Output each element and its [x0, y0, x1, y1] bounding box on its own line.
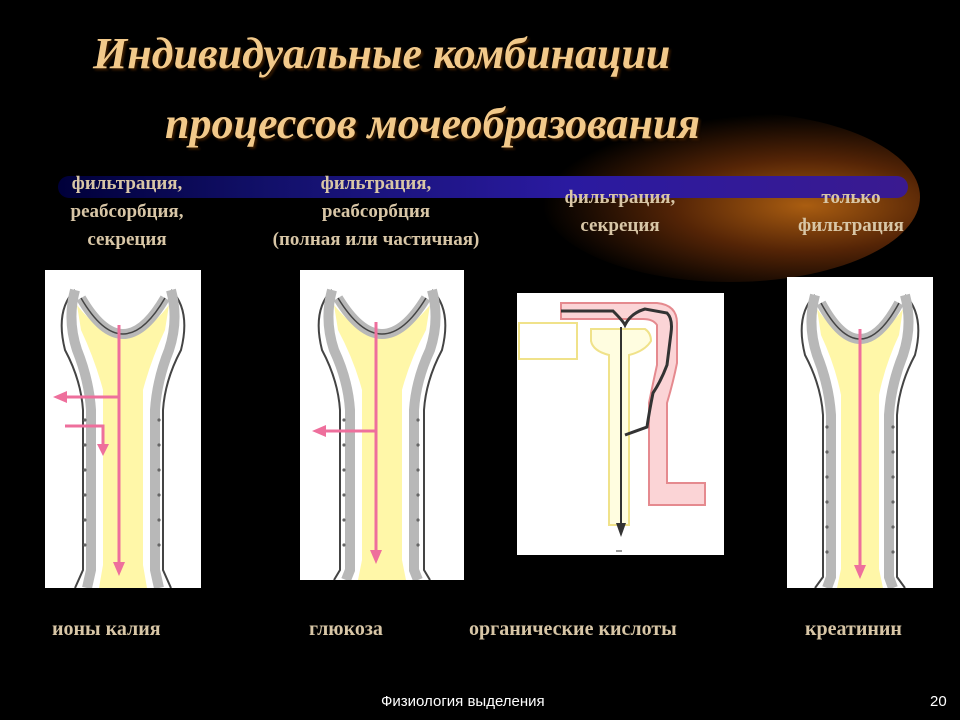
- title-line-1: Индивидуальные комбинации: [93, 29, 671, 78]
- nephron-diagram-potassium: [45, 270, 201, 588]
- decorative-band: [58, 176, 908, 198]
- label-column-2: глюкоза: [309, 618, 383, 640]
- title-line-2: процессов мочеобразования: [165, 99, 701, 148]
- nephron-diagram-creatinine: [787, 277, 933, 588]
- caption-column-1: фильтрация, реабсорбция, секреция: [70, 173, 184, 250]
- label-column-3: органические кислоты: [469, 618, 677, 640]
- label-column-1: ионы калия: [52, 618, 161, 640]
- caption-column-2: фильтрация, реабсорбция (полная или част…: [272, 173, 480, 250]
- footer-subject: Физиология выделения: [381, 693, 545, 710]
- nephron-diagram-glucose: [300, 270, 464, 580]
- caption-column-4: только фильтрация: [798, 187, 904, 236]
- caption-column-3: фильтрация, секреция: [564, 187, 676, 236]
- label-column-4: креатинин: [805, 618, 902, 640]
- nephron-diagram-organic-acids: [517, 293, 724, 555]
- page-number: 20: [930, 693, 947, 710]
